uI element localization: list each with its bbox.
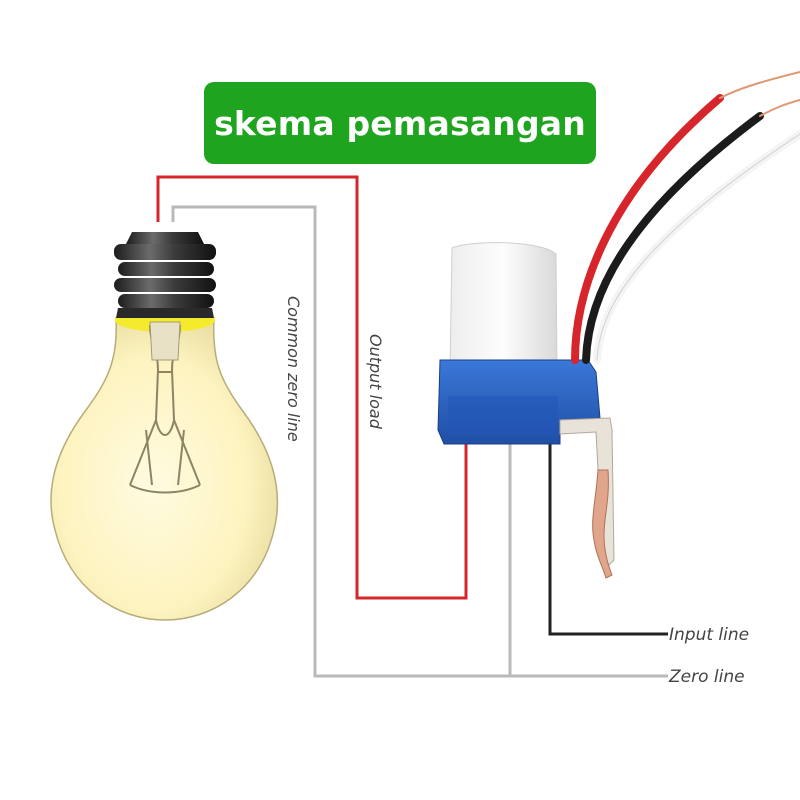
- common-zero-line-label: Common zero line: [284, 296, 303, 442]
- title-text: skema pemasangan: [214, 103, 586, 143]
- sensor-leads: [571, 71, 800, 364]
- light-bulb: [50, 232, 279, 621]
- neutral-wire: [171, 205, 668, 678]
- input-line-label: Input line: [669, 625, 749, 645]
- bulb-screw-base: [114, 232, 216, 318]
- title-banner: skema pemasangan: [204, 82, 596, 164]
- output-load-label: Output load: [366, 334, 385, 430]
- bulb-glass: [50, 317, 279, 621]
- sensor-dome: [449, 242, 558, 380]
- output-wire: [156, 175, 468, 600]
- photocell-sensor: [437, 242, 615, 579]
- zero-line-label: Zero line: [668, 667, 745, 687]
- input-wire: [548, 440, 668, 636]
